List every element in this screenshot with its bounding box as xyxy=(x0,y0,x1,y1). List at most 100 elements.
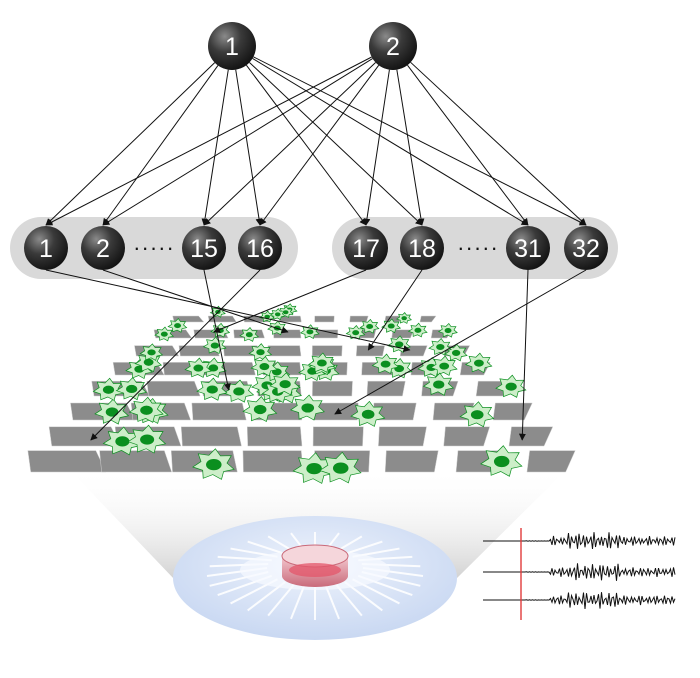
electrode-pad xyxy=(492,402,533,421)
node-circle xyxy=(81,226,125,270)
node-circle xyxy=(344,226,388,270)
electrode-pad xyxy=(419,315,437,323)
electrode-pad xyxy=(312,345,343,357)
group-2-ellipsis: ····· xyxy=(457,235,499,260)
node-label: 31 xyxy=(514,235,542,263)
neuron-cell xyxy=(139,343,164,361)
voltage-trace xyxy=(483,592,676,609)
electrode-pad xyxy=(27,450,107,473)
stimulation-arrow xyxy=(45,269,411,353)
stimulation-arrow xyxy=(518,269,529,441)
neuron-cell xyxy=(359,318,380,334)
connection-arrow xyxy=(249,62,423,226)
neuron-cell xyxy=(480,445,523,477)
node-circle xyxy=(208,22,256,70)
neuron-cell xyxy=(422,372,455,396)
neuron-cell xyxy=(115,376,148,401)
electrode-pad xyxy=(314,315,335,323)
neuron-cell xyxy=(428,337,452,356)
neuron-cell xyxy=(396,312,413,324)
electrode-pad xyxy=(267,345,302,357)
electrode-pad xyxy=(355,345,386,357)
node-label: 17 xyxy=(352,235,380,263)
electrode-pad xyxy=(366,380,406,397)
connection-arrow xyxy=(203,62,376,226)
electrode-pad xyxy=(207,315,237,323)
electrode-pad xyxy=(443,426,490,447)
node-label: 2 xyxy=(96,235,110,263)
electrode-pad xyxy=(526,450,576,473)
node-label: 2 xyxy=(386,33,400,61)
stimulation-arrow xyxy=(102,269,289,334)
neuron-cell xyxy=(259,310,276,323)
electrode-pad xyxy=(180,426,242,447)
connection-arrow xyxy=(259,64,380,226)
neuron-cell xyxy=(269,372,301,396)
neuron-cell xyxy=(495,374,527,398)
neuron-cell xyxy=(464,352,493,374)
neuron-cell xyxy=(128,396,164,423)
neuron-cell xyxy=(319,451,362,484)
neuron-cell xyxy=(239,327,260,342)
node-circle xyxy=(238,226,282,270)
node-circle xyxy=(24,226,68,270)
connection-arrow xyxy=(252,57,529,226)
connection-arrow xyxy=(410,61,587,226)
stimulation-arrows xyxy=(45,269,587,441)
node-circle xyxy=(506,226,550,270)
neuron-cell xyxy=(350,400,386,427)
group-1-ellipsis: ····· xyxy=(133,235,175,260)
electrode-pad xyxy=(247,426,303,447)
mid-node-18: 18 xyxy=(400,226,444,270)
neuron-cell xyxy=(289,394,325,421)
connection-arrow xyxy=(253,56,587,226)
group-band-1 xyxy=(10,217,298,279)
neuron-cell xyxy=(242,396,278,423)
neuron-cell xyxy=(459,401,495,428)
node-label: 15 xyxy=(190,235,218,263)
node-label: 1 xyxy=(39,235,53,263)
mid-node-32: 32 xyxy=(564,226,608,270)
neuron-cell xyxy=(299,324,320,340)
electrode-pad xyxy=(384,450,439,473)
neuron-cell xyxy=(154,326,175,342)
node-circle xyxy=(400,226,444,270)
electrode-pad xyxy=(99,450,173,473)
mid-node-1: 1 xyxy=(24,226,68,270)
network-nodes: 1 2 1 2 15 16 17 18 31 32 xyxy=(24,22,608,270)
node-label: 32 xyxy=(572,235,600,263)
voltage-trace xyxy=(483,563,676,581)
connection-arrow xyxy=(102,65,219,226)
connection-arrow xyxy=(201,69,229,226)
node-circle xyxy=(564,226,608,270)
neuron-cell xyxy=(184,357,212,378)
mid-node-16: 16 xyxy=(238,226,282,270)
mid-node-15: 15 xyxy=(182,226,226,270)
node-label: 1 xyxy=(225,33,239,61)
electrode-pad xyxy=(242,450,304,473)
mid-node-17: 17 xyxy=(344,226,388,270)
neuron-cell xyxy=(371,353,400,375)
neuron-cell xyxy=(222,379,255,403)
top-node-1: 1 xyxy=(208,22,256,70)
neuron-cell xyxy=(430,355,458,376)
electrode-pad xyxy=(146,380,201,397)
neuron-cell xyxy=(167,317,188,333)
connection-arrow xyxy=(245,64,367,226)
electrode-pad xyxy=(312,426,364,447)
neuron-cell xyxy=(196,377,228,401)
connection-arrow xyxy=(45,56,372,226)
neuron-cell xyxy=(345,325,366,340)
neuron-cell xyxy=(92,377,124,401)
voltage-recordings xyxy=(483,528,676,620)
neuron-cell xyxy=(250,356,278,377)
electrode-pad xyxy=(378,426,427,447)
neuron-cell xyxy=(269,308,286,321)
voltage-trace xyxy=(483,532,676,550)
mid-node-31: 31 xyxy=(506,226,550,270)
stimulation-arrow xyxy=(334,269,587,415)
connection-arrow xyxy=(235,69,263,226)
top-node-2: 2 xyxy=(369,22,417,70)
